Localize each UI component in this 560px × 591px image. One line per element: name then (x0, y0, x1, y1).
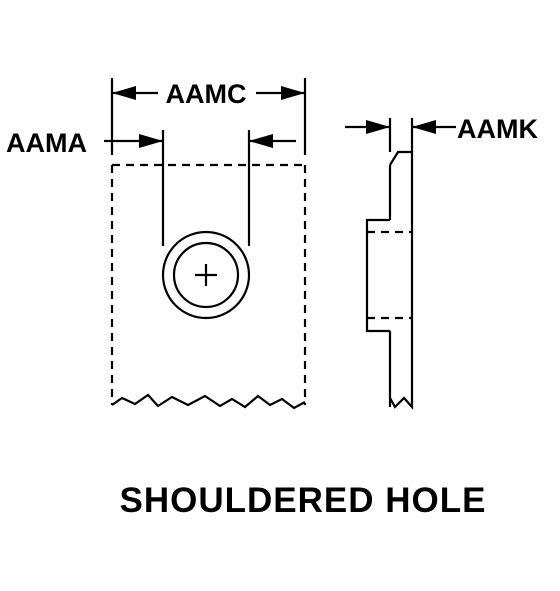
aama-label: AAMA (6, 128, 87, 158)
plate-break-line (111, 393, 306, 410)
front-view (110, 78, 307, 410)
hole-outer-circle (161, 230, 251, 320)
aamc-arrow-left (112, 86, 136, 100)
hole-inner-circle (172, 241, 240, 309)
figure-caption: SHOULDERED HOLE (120, 481, 487, 520)
aama-arrow-left (139, 134, 163, 148)
side-view (365, 118, 414, 410)
side-shoulder (365, 218, 390, 333)
aamk-arrow-right (412, 120, 436, 134)
aamc-arrow-right (281, 86, 305, 100)
side-profile-outline (389, 150, 414, 410)
aamk-arrow-left (366, 120, 390, 134)
aamk-label: AAMK (457, 114, 538, 144)
aama-arrow-right (249, 134, 273, 148)
dimension-aama: AAMA (6, 128, 296, 158)
aamc-label: AAMC (166, 79, 247, 109)
dimension-aamc: AAMC (112, 79, 305, 109)
dimension-aamk: AAMK (345, 114, 538, 144)
